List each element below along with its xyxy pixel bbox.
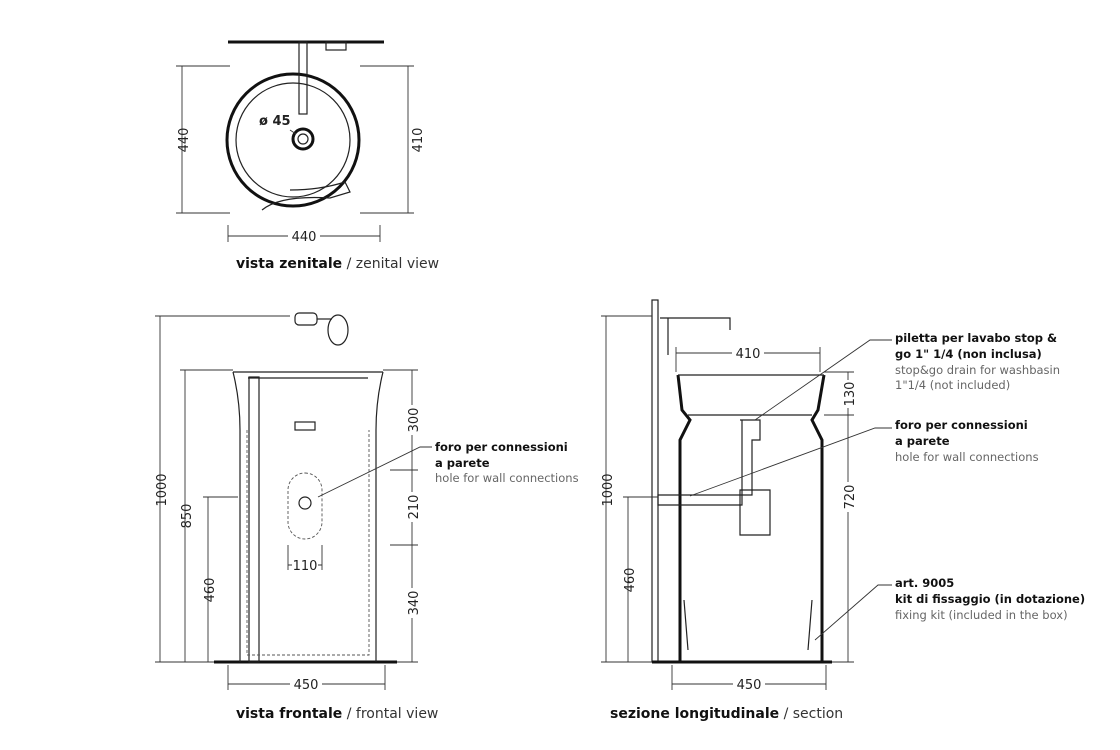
svg-text:1"1/4 (not included): 1"1/4 (not included) — [895, 378, 1010, 392]
drain-diameter-label: ø 45 — [259, 114, 291, 129]
wall — [651, 299, 659, 663]
wall-connection-hole — [287, 472, 323, 540]
front-view: 1000 850 460 300 210 340 110 450 foro pe… — [155, 312, 579, 722]
wall-faucet — [294, 312, 349, 346]
dim-section-1000: 1000 — [601, 473, 616, 506]
dim-front-450: 450 — [294, 678, 319, 693]
svg-text:a parete: a parete — [435, 456, 490, 470]
section-view: 1000 460 130 720 410 450 piletta per lav… — [601, 299, 1085, 722]
dim-section-410: 410 — [736, 347, 761, 362]
svg-text:foro per connessioni: foro per connessioni — [895, 418, 1028, 432]
svg-text:foro per connessioni: foro per connessioni — [435, 440, 568, 454]
dim-top-right: 410 — [411, 128, 426, 153]
top-view: 440 410 440 ø 45 vista zenitale / zenita… — [176, 40, 439, 272]
dim-section-130: 130 — [843, 382, 858, 407]
dim-front-110: 110 — [293, 559, 318, 574]
callout-drain: piletta per lavabo stop & go 1" 1/4 (non… — [895, 331, 1060, 392]
dim-top-bottom: 440 — [292, 230, 317, 245]
drain-hole — [291, 127, 315, 151]
svg-text:fixing kit (included in the bo: fixing kit (included in the box) — [895, 608, 1068, 622]
callout-fixing-kit: art. 9005 kit di fissaggio (in dotazione… — [895, 576, 1085, 622]
svg-text:hole for wall connections: hole for wall connections — [895, 450, 1039, 464]
svg-text:hole for wall connections: hole for wall connections — [435, 471, 579, 485]
faucet-spout — [298, 41, 308, 115]
svg-text:art. 9005: art. 9005 — [895, 576, 954, 590]
dim-front-1000: 1000 — [155, 473, 170, 506]
svg-text:piletta per lavabo stop &: piletta per lavabo stop & — [895, 331, 1057, 345]
dim-front-850: 850 — [180, 504, 195, 529]
dim-section-720: 720 — [843, 485, 858, 510]
dim-section-460: 460 — [623, 568, 638, 593]
callout-section-hole: foro per connessioni a parete hole for w… — [895, 418, 1039, 464]
dim-front-210: 210 — [407, 495, 422, 520]
svg-text:go 1" 1/4 (non inclusa): go 1" 1/4 (non inclusa) — [895, 347, 1042, 361]
svg-text:kit di fissaggio (in dotazione: kit di fissaggio (in dotazione) — [895, 592, 1085, 606]
callout-front-hole: foro per connessioni a parete hole for w… — [435, 440, 579, 485]
svg-text:a parete: a parete — [895, 434, 950, 448]
dim-front-300: 300 — [407, 408, 422, 433]
caption-front-view: vista frontale / frontal view — [236, 706, 438, 722]
caption-top-view: vista zenitale / zenital view — [236, 256, 439, 272]
dim-top-left: 440 — [177, 128, 192, 153]
dim-front-340: 340 — [407, 591, 422, 616]
svg-text:stop&go drain for washbasin: stop&go drain for washbasin — [895, 363, 1060, 377]
dim-front-460: 460 — [203, 578, 218, 603]
caption-section-view: sezione longitudinale / section — [610, 706, 843, 722]
dim-section-450: 450 — [737, 678, 762, 693]
